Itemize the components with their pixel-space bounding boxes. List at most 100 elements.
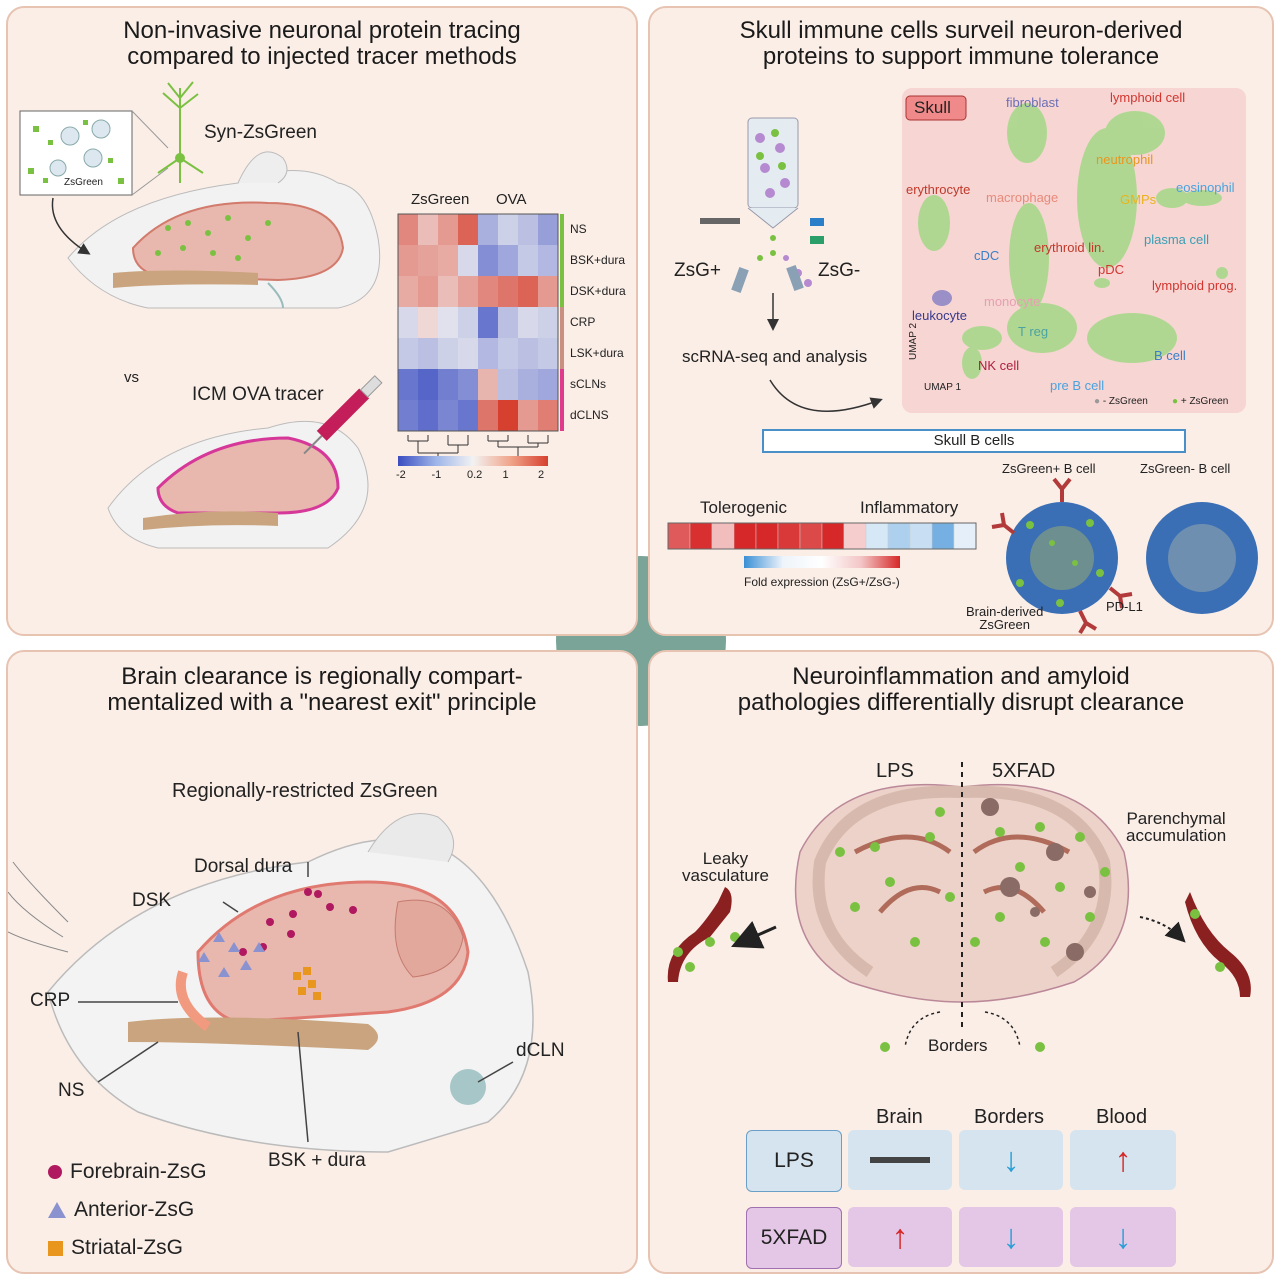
heatmap-zsgreen-header: ZsGreen bbox=[411, 191, 470, 208]
table-cell-lps-brain bbox=[848, 1130, 952, 1190]
fold-expression-cell bbox=[689, 522, 713, 550]
legend-anterior: Anterior-ZsG bbox=[48, 1198, 194, 1222]
pdl1-label: PD-L1 bbox=[1106, 599, 1143, 614]
heatmap-cell bbox=[478, 369, 498, 400]
heatmap-cell bbox=[438, 369, 458, 400]
heatmap-group-bar bbox=[560, 369, 564, 431]
fold-expression-cell bbox=[887, 522, 911, 550]
heatmap-cell bbox=[518, 400, 538, 431]
heatmap bbox=[397, 213, 564, 460]
fold-expression-cell bbox=[799, 522, 823, 550]
heatmap-ova-header: OVA bbox=[496, 191, 527, 208]
fold-expression-cell bbox=[733, 522, 757, 550]
umap-skull-label: Skull bbox=[914, 98, 951, 117]
forebrain-marker-icon bbox=[48, 1165, 62, 1179]
heatmap-cell bbox=[418, 338, 438, 369]
heatmap-cell bbox=[478, 307, 498, 338]
cluster-neutrophil: neutrophil bbox=[1096, 152, 1154, 167]
heatmap-cell bbox=[438, 307, 458, 338]
brain-section-illustration bbox=[667, 762, 1251, 1052]
heatmap-row-label: BSK+dura bbox=[570, 253, 626, 267]
dorsal-dura-label: Dorsal dura bbox=[194, 856, 293, 877]
panel-title: Skull immune cells surveil neuron-derive… bbox=[739, 17, 1183, 70]
cluster-lymphoid-cell: lymphoid cell bbox=[1110, 90, 1186, 105]
striatal-marker-icon bbox=[48, 1240, 63, 1256]
fold-expression-cell bbox=[865, 522, 889, 550]
table-header-blood: Blood bbox=[1096, 1106, 1148, 1128]
cluster-erythroid-lin: erythroid lin. bbox=[1034, 240, 1105, 255]
cluster-t-reg: T reg bbox=[1018, 324, 1049, 339]
arrow-up-icon: ↑ bbox=[891, 1217, 909, 1256]
heatmap-cell bbox=[398, 400, 418, 431]
heatmap-row-label: DSK+dura bbox=[570, 284, 626, 298]
no-change-icon bbox=[870, 1157, 930, 1163]
heatmap-cell bbox=[478, 400, 498, 431]
cluster-lymphoid-prog: lymphoid prog. bbox=[1152, 278, 1238, 293]
cluster-nk-cell: NK cell bbox=[978, 358, 1020, 373]
heatmap-cell bbox=[418, 307, 438, 338]
borders-label: Borders bbox=[928, 1036, 988, 1055]
heatmap-cell bbox=[398, 276, 418, 307]
heatmap-row-label: LSK+dura bbox=[570, 346, 624, 360]
cluster-plasma-cell: plasma cell bbox=[1144, 232, 1210, 247]
legend-forebrain: Forebrain-ZsG bbox=[48, 1160, 207, 1184]
table-cell-lps-borders: ↓ bbox=[959, 1130, 1063, 1190]
heatmap-cell bbox=[478, 276, 498, 307]
heatmap-cell bbox=[458, 369, 478, 400]
heatmap-cell bbox=[478, 338, 498, 369]
heatmap-cell bbox=[538, 276, 558, 307]
cluster-erythrocyte: erythrocyte bbox=[906, 182, 971, 197]
b-cells-illustration bbox=[991, 477, 1258, 635]
panel-protein-tracing: Non-invasive neuronal protein tracing co… bbox=[6, 6, 638, 636]
heatmap-cell bbox=[458, 338, 478, 369]
panel-brain-clearance: Brain clearance is regionally compart- m… bbox=[6, 650, 638, 1274]
heatmap-group-bar bbox=[560, 214, 564, 307]
table-row-label-5xfad: 5XFAD bbox=[746, 1207, 842, 1269]
heatmap-cell bbox=[438, 276, 458, 307]
arrow-down-icon: ↓ bbox=[1114, 1217, 1132, 1256]
panel-neuroinflammation: Neuroinflammation and amyloid pathologie… bbox=[648, 650, 1274, 1274]
skull-b-cells-banner: Skull B cells bbox=[762, 429, 1186, 453]
fold-expression-cell bbox=[843, 522, 867, 550]
heatmap-cell bbox=[498, 245, 518, 276]
heatmap-scale-tick: 0.2 bbox=[467, 469, 483, 481]
heatmap-cell bbox=[438, 400, 458, 431]
mouse-illustration-top bbox=[19, 81, 383, 549]
heatmap-cell bbox=[518, 214, 538, 245]
heatmap-cell bbox=[438, 338, 458, 369]
mouse-head-illustration bbox=[8, 813, 534, 1153]
heatmap-cell bbox=[518, 369, 538, 400]
fold-expression-cell bbox=[931, 522, 955, 550]
icm-ova-label: ICM OVA tracer bbox=[192, 384, 324, 405]
table-row-label-lps: LPS bbox=[746, 1130, 842, 1192]
heatmap-cell bbox=[498, 307, 518, 338]
heatmap-group-bar bbox=[560, 307, 564, 369]
fold-expression-cell bbox=[711, 522, 735, 550]
heatmap-cell bbox=[398, 245, 418, 276]
umap-plot: Skull fibroblast lymphoid cell neutrophi… bbox=[902, 88, 1246, 413]
fold-colorscale bbox=[744, 556, 900, 568]
heatmap-cell bbox=[458, 245, 478, 276]
heatmap-cell bbox=[538, 214, 558, 245]
heatmap-colorscale bbox=[398, 456, 548, 466]
heatmap-cell bbox=[398, 369, 418, 400]
cluster-macrophage: macrophage bbox=[986, 190, 1059, 205]
fold-expression-cell bbox=[755, 522, 779, 550]
heatmap-cell bbox=[498, 338, 518, 369]
5xfad-label: 5XFAD bbox=[992, 760, 1056, 782]
cluster-gmps: GMPs bbox=[1120, 192, 1157, 207]
heatmap-cell bbox=[458, 276, 478, 307]
regional-label: Regionally-restricted ZsGreen bbox=[172, 780, 438, 802]
heatmap-cell bbox=[538, 307, 558, 338]
zsg-pos-label: ZsG+ bbox=[674, 260, 721, 281]
heatmap-cell bbox=[418, 400, 438, 431]
heatmap-cell bbox=[538, 400, 558, 431]
zsgreen-inset-label: ZsGreen bbox=[64, 177, 103, 188]
heatmap-cell bbox=[418, 245, 438, 276]
umap-legend-neg: ● - ZsGreen bbox=[1094, 396, 1148, 407]
heatmap-cell bbox=[438, 245, 458, 276]
heatmap-cell bbox=[538, 369, 558, 400]
umap-axis-y: UMAP 2 bbox=[908, 322, 919, 360]
heatmap-cell bbox=[518, 245, 538, 276]
zsg-neg-label: ZsG- bbox=[818, 260, 861, 281]
